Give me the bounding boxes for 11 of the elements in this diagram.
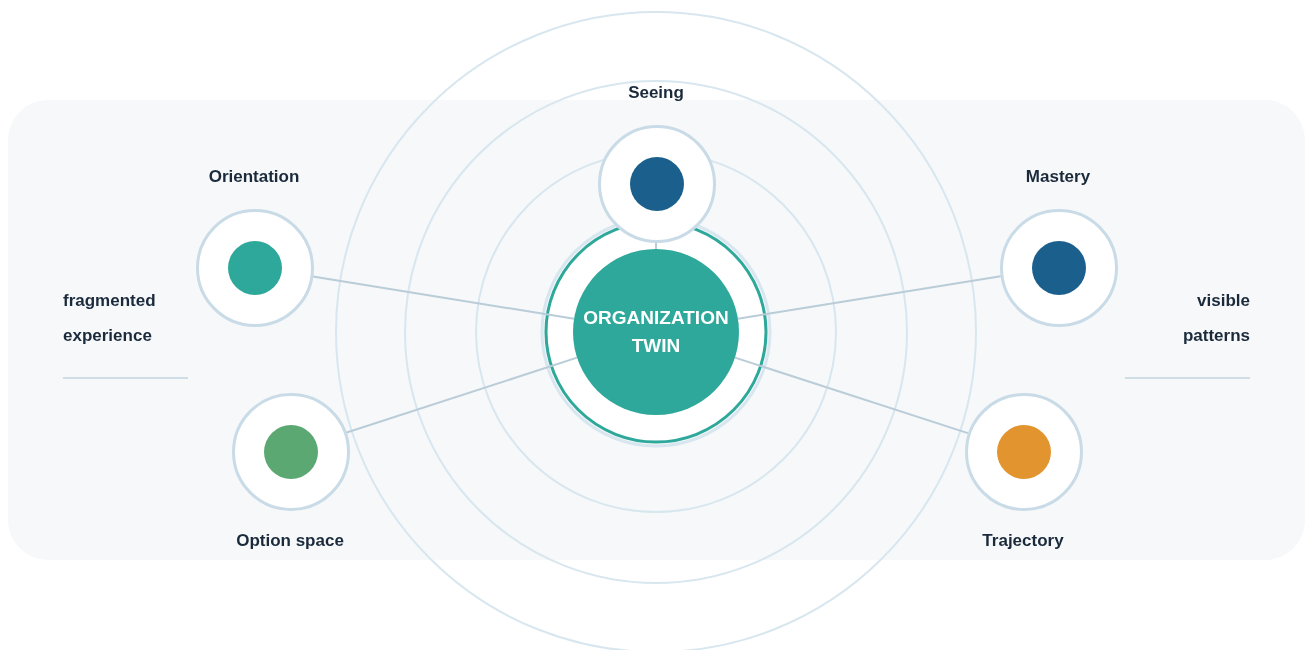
connector-line: [736, 275, 1002, 320]
node-title: Trajectory: [982, 531, 1064, 551]
node-title: Orientation: [208, 167, 300, 187]
connector-line: [733, 356, 969, 435]
side-label: fragmented experience: [63, 290, 157, 347]
side-label: visible patterns: [1181, 290, 1250, 347]
node-title: Mastery: [1025, 167, 1091, 187]
node-title: Option space: [236, 531, 344, 551]
node-title: Seeing: [628, 83, 684, 103]
connector-line: [344, 356, 579, 435]
hub-label: ORGANIZATION TWIN: [582, 306, 730, 358]
